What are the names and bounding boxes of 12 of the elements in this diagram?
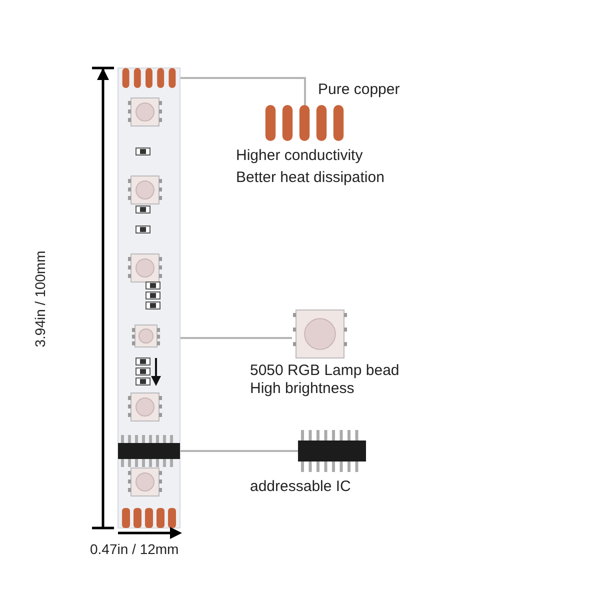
- callout-text: Better heat dissipation: [236, 169, 384, 187]
- callout-text: Higher conductivity: [236, 147, 363, 165]
- leader-line: [178, 77, 306, 105]
- copper-pads: [120, 68, 178, 88]
- callout-text: Pure copper: [318, 81, 400, 99]
- callout-text: addressable IC: [250, 478, 351, 496]
- dimension-label: 0.47in / 12mm: [90, 540, 179, 558]
- ic-chip: [118, 435, 180, 467]
- leader-line: [180, 450, 298, 452]
- callout-text: High brightness: [250, 380, 354, 398]
- callout-text: 5050 RGB Lamp bead: [250, 362, 400, 380]
- dimension-label: 3.94in / 100mm: [31, 250, 49, 350]
